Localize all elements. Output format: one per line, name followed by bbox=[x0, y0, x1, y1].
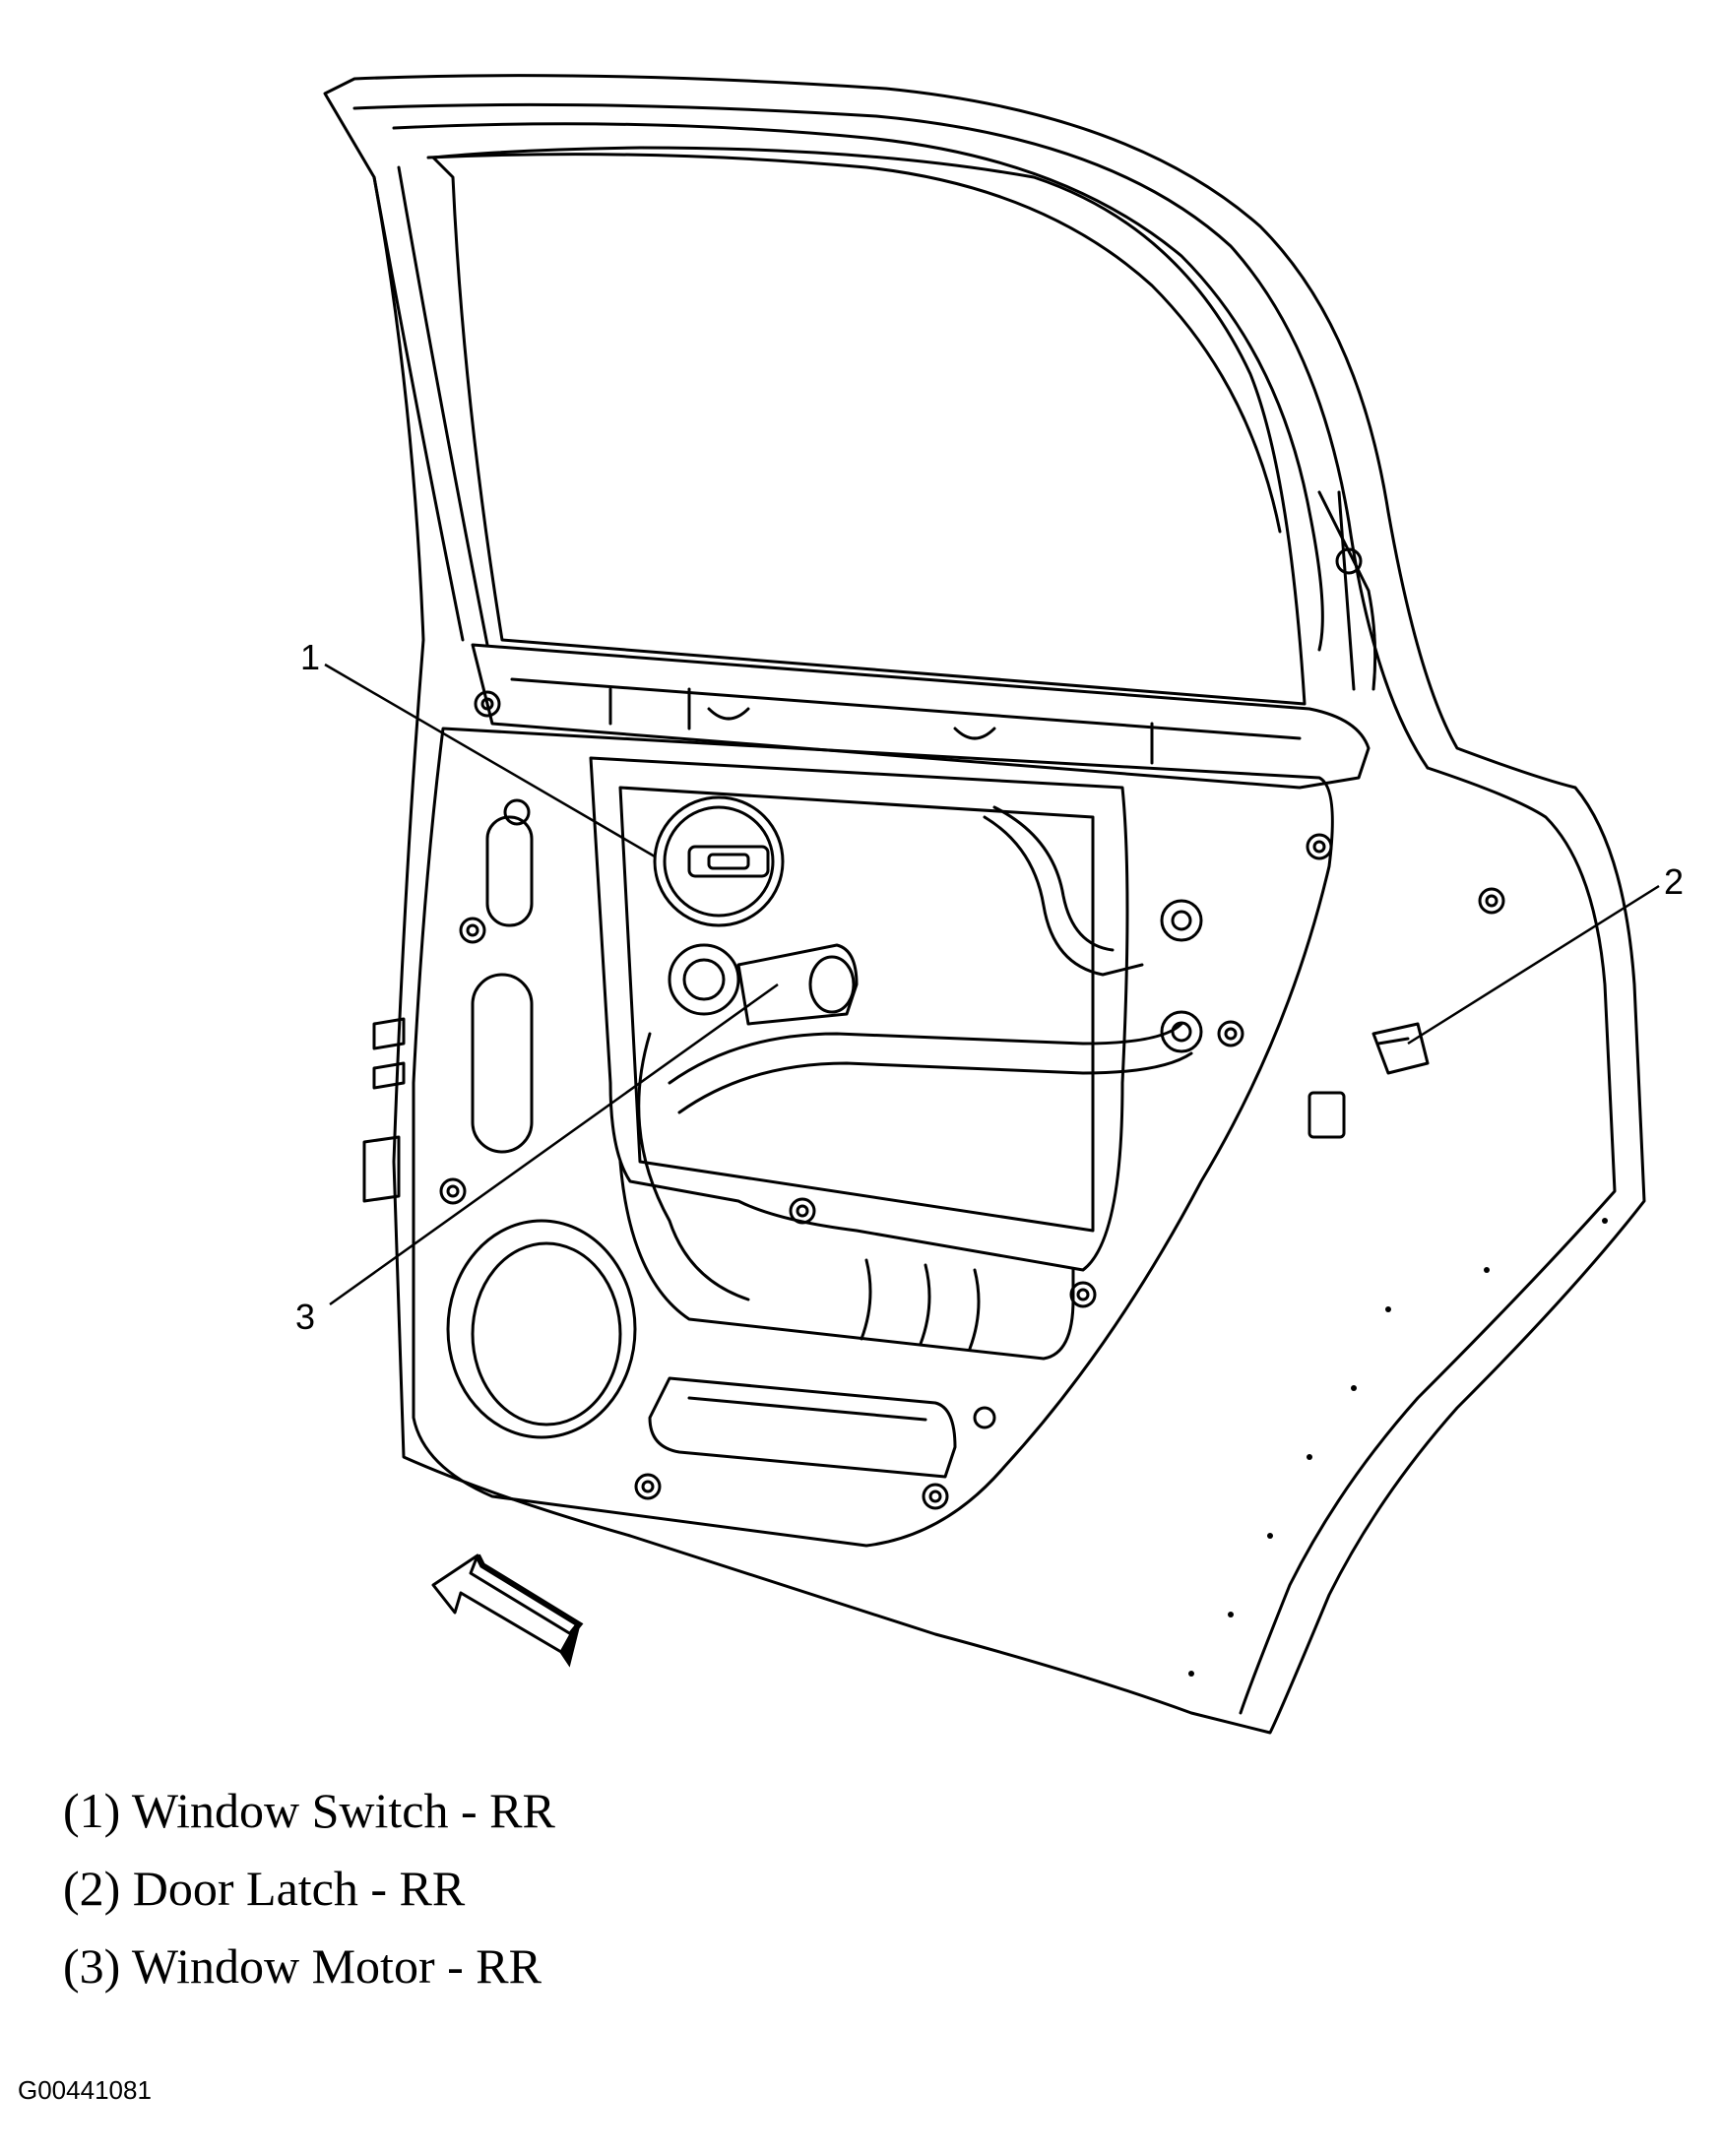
speaker-cutout bbox=[446, 1219, 637, 1439]
belt-rail bbox=[471, 643, 1371, 790]
window-motor bbox=[668, 943, 859, 1026]
legend-item-window-motor: (3) Window Motor - RR bbox=[63, 1938, 542, 1994]
callout-3-leader bbox=[329, 983, 779, 1306]
fastener-holes bbox=[439, 547, 1505, 1510]
window-frame-outer bbox=[392, 122, 1324, 652]
orientation-arrow-icon bbox=[431, 1554, 584, 1668]
legend-item-window-switch: (1) Window Switch - RR bbox=[63, 1783, 555, 1838]
legend-item-door-latch: (2) Door Latch - RR bbox=[63, 1861, 466, 1916]
door-inner-contour bbox=[352, 102, 1430, 770]
armrest-recess bbox=[648, 1376, 957, 1479]
callout-2-leader bbox=[1407, 884, 1660, 1046]
callout-1-number: 1 bbox=[300, 637, 320, 677]
door-outer-shell bbox=[323, 74, 1646, 1735]
callout-3-number: 3 bbox=[295, 1297, 315, 1337]
hinge-lower bbox=[362, 1135, 401, 1203]
door-latch bbox=[1307, 1022, 1430, 1139]
window-opening bbox=[431, 146, 1307, 706]
inner-panel bbox=[412, 727, 1334, 1548]
window-frame-inner bbox=[426, 153, 1282, 534]
callout-2-number: 2 bbox=[1664, 861, 1684, 902]
hinge-upper bbox=[372, 1017, 406, 1090]
rear-door-diagram: 1 2 3 bbox=[295, 74, 1684, 1735]
module-carrier bbox=[589, 756, 1129, 1272]
window-switch bbox=[653, 795, 785, 927]
callout-1-leader bbox=[324, 663, 656, 858]
figure-id: G00441081 bbox=[18, 2075, 152, 2105]
wiring-harness bbox=[668, 1022, 1183, 1085]
parts-legend: (1) Window Switch - RR (2) Door Latch - … bbox=[63, 1772, 555, 2005]
rivet-dots bbox=[1188, 1218, 1608, 1677]
